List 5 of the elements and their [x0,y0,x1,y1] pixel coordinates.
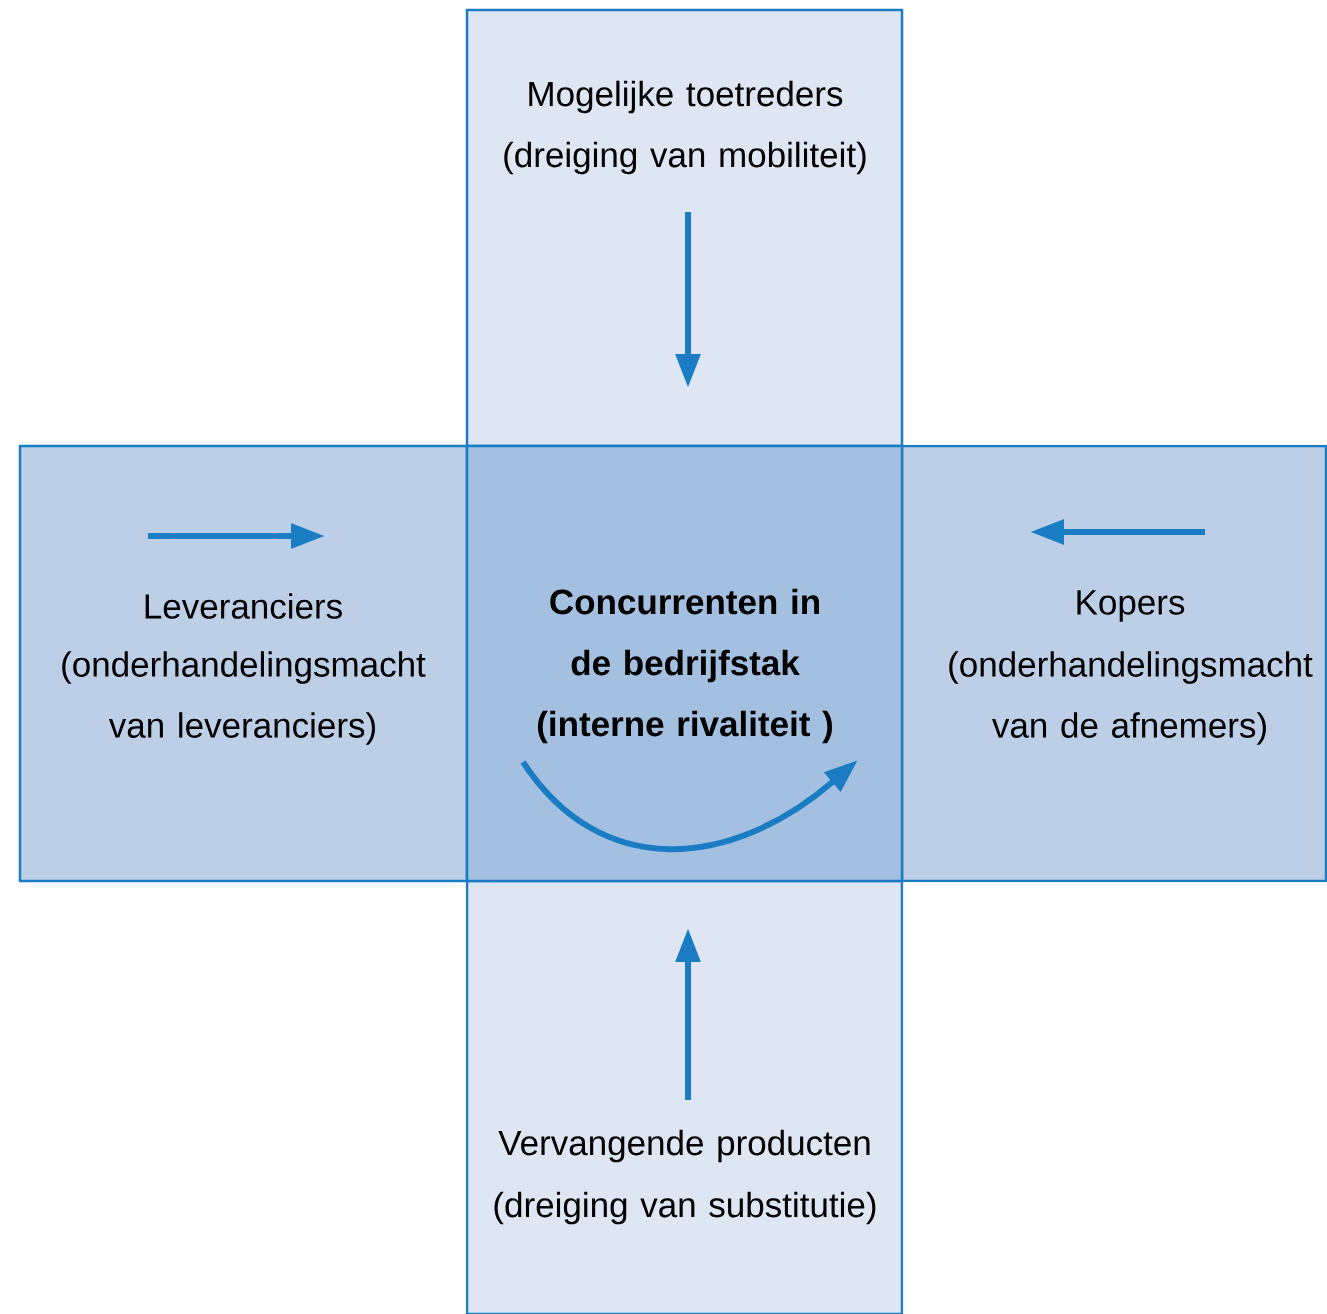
force-box: Concurrenten in de bedrijfstak (interne rivaliteit ) [465,444,904,883]
force-box: Kopers (onderhandelingsmacht van de afnemers) [900,444,1327,883]
force-box: Mogelijke toetreders (dreiging van mobiliteit) [465,8,904,448]
force-box: Vervangende producten (dreiging van substitutie) [465,879,904,1314]
force-box: Leveranciers (onderhandelingsmacht van leveranciers) [18,444,469,883]
